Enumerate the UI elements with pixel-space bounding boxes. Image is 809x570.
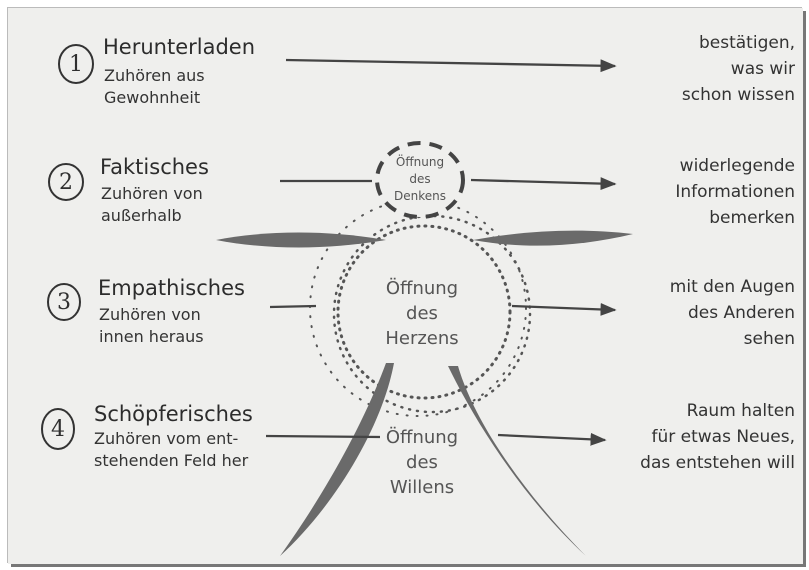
row4-title: Schöpferisches [94, 402, 253, 426]
step-number-4: 4 [42, 409, 74, 449]
row3-title: Empathisches [98, 276, 245, 300]
step-number-2: 2 [49, 164, 83, 200]
connector-arrows [266, 60, 615, 440]
right-wedge-shape [473, 231, 633, 246]
row1-title: Herunterladen [103, 35, 255, 59]
step-number-1: 1 [59, 45, 93, 83]
number-circles [42, 45, 93, 449]
left-wedge-shape [216, 233, 386, 248]
row2-title: Faktisches [100, 155, 209, 179]
row4-subtitle: Zuhören vom ent-stehenden Feld her [94, 428, 248, 472]
step-number-3: 3 [48, 284, 80, 320]
